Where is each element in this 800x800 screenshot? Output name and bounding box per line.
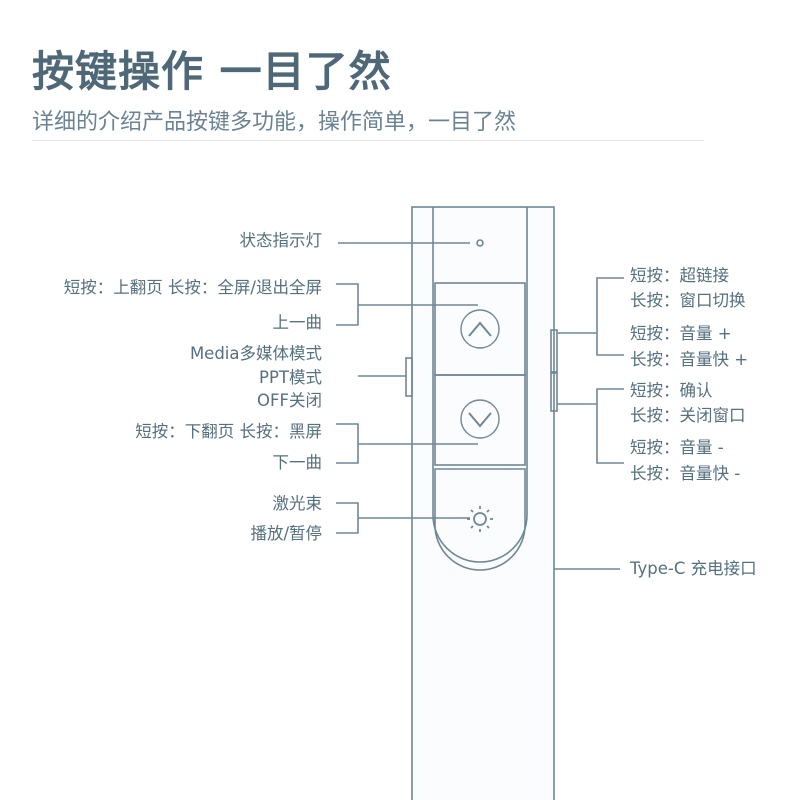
page-subtitle: 详细的介绍产品按键多功能，操作简单，一目了然: [32, 110, 517, 135]
sun-icon: [467, 506, 493, 532]
laser-button-outline: [434, 468, 526, 571]
label-bottom-short: 短按：确认: [630, 381, 713, 400]
label-vol-down-long: 长按：音量快 -: [630, 464, 741, 483]
label-mode-off: OFF关闭: [257, 391, 322, 410]
label-laser: 激光束: [272, 494, 323, 513]
label-prev-track: 上一曲: [272, 313, 323, 332]
label-indicator: 状态指示灯: [239, 231, 323, 250]
label-mode-ppt: PPT模式: [259, 368, 322, 387]
title-divider: [32, 140, 704, 141]
chevron-down-icon: [460, 399, 500, 439]
status-indicator-led: [476, 239, 484, 247]
side-button-vol-up: [550, 329, 558, 373]
chevron-up-icon: [460, 309, 500, 349]
side-button-vol-down: [550, 372, 558, 412]
label-top-short: 短按：超链接: [630, 266, 729, 285]
label-type-c: Type-C 充电接口: [630, 559, 757, 578]
label-vol-up-short: 短按：音量 +: [630, 324, 732, 343]
label-next-track: 下一曲: [272, 453, 323, 472]
label-up-short-long: 短按：上翻页 长按：全屏/退出全屏: [63, 278, 322, 297]
label-down-short-long: 短按：下翻页 长按：黑屏: [135, 422, 322, 441]
label-play-pause: 播放/暂停: [250, 524, 322, 543]
label-vol-down-short: 短按：音量 -: [630, 438, 724, 457]
mode-switch: [405, 357, 413, 397]
label-bottom-long: 长按：关闭窗口: [630, 406, 746, 425]
page-title: 按键操作 一目了然: [32, 47, 392, 96]
down-button-outline: [434, 374, 526, 466]
label-mode-media: Media多媒体模式: [189, 344, 322, 363]
label-top-long: 长按：窗口切换: [630, 291, 746, 310]
label-vol-up-long: 长按：音量快 +: [630, 350, 749, 369]
